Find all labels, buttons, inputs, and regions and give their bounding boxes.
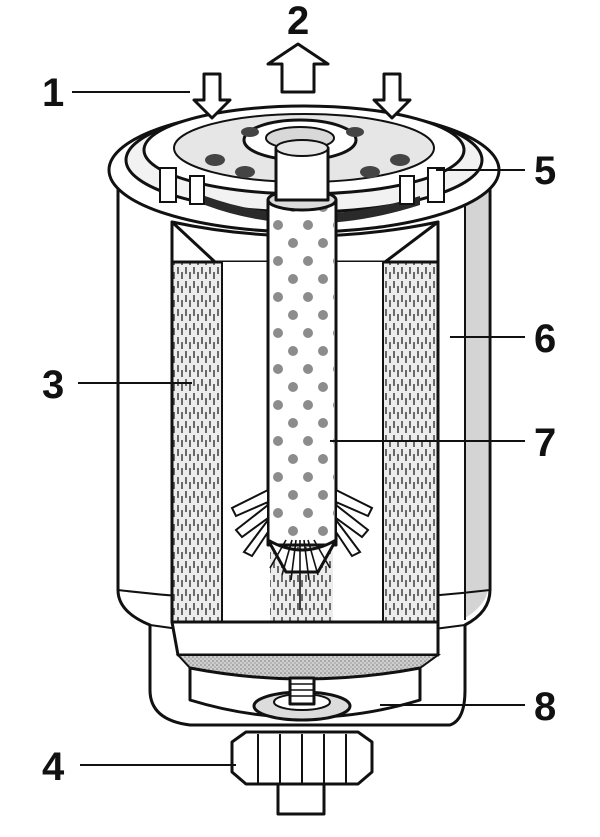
callout-8: 8 — [534, 685, 556, 729]
callout-7: 7 — [534, 421, 556, 465]
callout-1: 1 — [42, 71, 64, 115]
callout-labels: 1 2 3 4 5 6 7 8 — [42, 0, 556, 789]
inflow-arrow-icon — [372, 72, 412, 120]
leader-lines — [72, 91, 525, 766]
callout-6: 6 — [534, 317, 556, 361]
callout-3: 3 — [42, 363, 64, 407]
callout-5: 5 — [534, 149, 556, 193]
centre-tube — [230, 139, 374, 610]
bottom-end-plate — [170, 620, 442, 722]
callout-4: 4 — [42, 745, 65, 789]
drain-plug — [230, 730, 374, 816]
callout-2: 2 — [287, 0, 309, 43]
inflow-arrow-icon — [192, 72, 232, 120]
outflow-arrow-icon — [266, 42, 330, 94]
